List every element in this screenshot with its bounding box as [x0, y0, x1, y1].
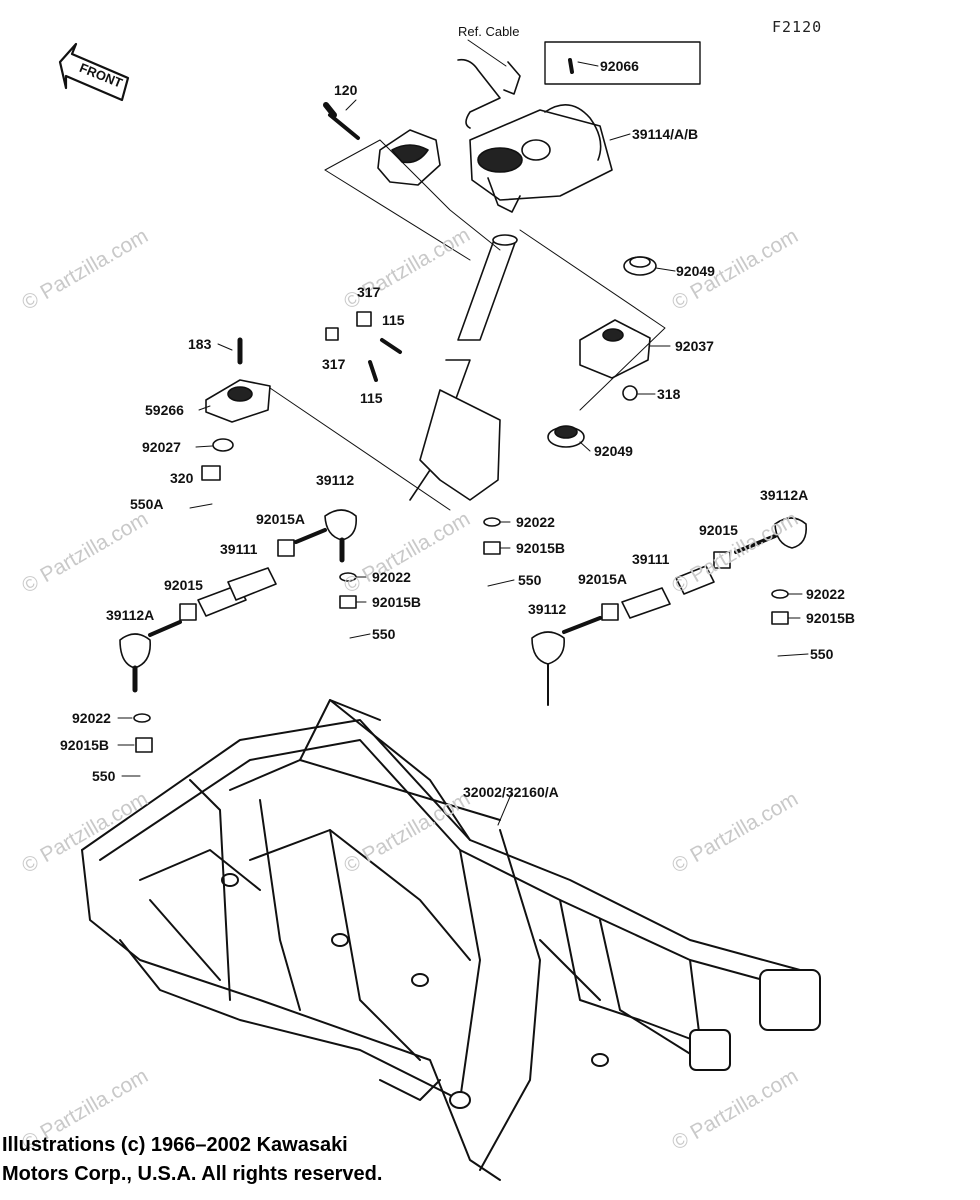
part-label: 39112	[316, 472, 355, 488]
part-label: 92022	[516, 514, 555, 530]
part-label: 92015	[699, 522, 738, 538]
fasteners	[133, 517, 789, 753]
part-label: 39112	[528, 601, 567, 617]
credit-line-1: Illustrations (c) 1966–2002 Kawasaki	[2, 1134, 348, 1156]
part-label: 115	[360, 390, 383, 406]
part-label: 32002/32160/A	[463, 784, 559, 800]
part-label: 92015B	[60, 737, 110, 753]
part-label: 92066	[600, 58, 639, 74]
credit-line-2: Motors Corp., U.S.A. All rights reserved…	[2, 1163, 383, 1185]
small-bolts	[325, 311, 402, 382]
pivot-block-59266	[201, 337, 271, 481]
part-label: 92015A	[256, 511, 306, 527]
figure-code: F2120	[772, 18, 823, 36]
part-label: 92015B	[372, 594, 422, 610]
part-label: 92015A	[578, 571, 628, 587]
ref-cable-wire	[457, 58, 501, 129]
reference-lines	[269, 39, 666, 511]
tie-rod-right	[531, 517, 808, 706]
part-label: 92027	[142, 439, 181, 455]
collar-92037	[547, 256, 657, 448]
part-label: 39111	[632, 551, 670, 567]
part-label: 92022	[806, 586, 845, 602]
ref-cable-label: Ref. Cable	[458, 24, 520, 39]
copyright-credit: Illustrations (c) 1966–2002 Kawasaki Mot…	[2, 1131, 382, 1189]
part-label: 92049	[594, 443, 633, 459]
leader-lines	[117, 61, 809, 826]
part-label: 39111	[220, 541, 258, 557]
part-label: 550A	[130, 496, 164, 512]
part-label: 92049	[676, 263, 715, 279]
callout-box-92066	[544, 41, 701, 85]
part-label: 39112A	[760, 487, 809, 503]
handlebar-holder	[323, 102, 441, 186]
frame-32002	[81, 699, 821, 1181]
part-label: 115	[382, 312, 405, 328]
part-label: 550	[372, 626, 396, 642]
part-label: 92037	[675, 338, 714, 354]
part-label: 92015B	[516, 540, 566, 556]
part-label: 550	[92, 768, 116, 784]
part-label: 59266	[145, 402, 184, 418]
part-label: 92015B	[806, 610, 856, 626]
part-label: 92015	[164, 577, 203, 593]
part-label: 39114/A/B	[632, 126, 699, 142]
steering-shaft	[409, 234, 518, 501]
part-label: 317	[357, 284, 381, 300]
tie-rod-left	[119, 509, 358, 693]
part-label: 183	[188, 336, 212, 352]
front-arrow: FRONT	[58, 42, 130, 102]
part-label: 318	[657, 386, 681, 402]
part-label: 92022	[372, 569, 411, 585]
upper-clamp	[469, 104, 613, 213]
part-label: 92022	[72, 710, 111, 726]
part-label: 320	[170, 470, 194, 486]
part-label: 39112A	[106, 607, 155, 623]
part-label: 550	[518, 572, 542, 588]
part-label: 120	[334, 82, 358, 98]
part-label: 317	[322, 356, 346, 372]
front-label: FRONT	[77, 60, 124, 91]
part-label: 550	[810, 646, 834, 662]
